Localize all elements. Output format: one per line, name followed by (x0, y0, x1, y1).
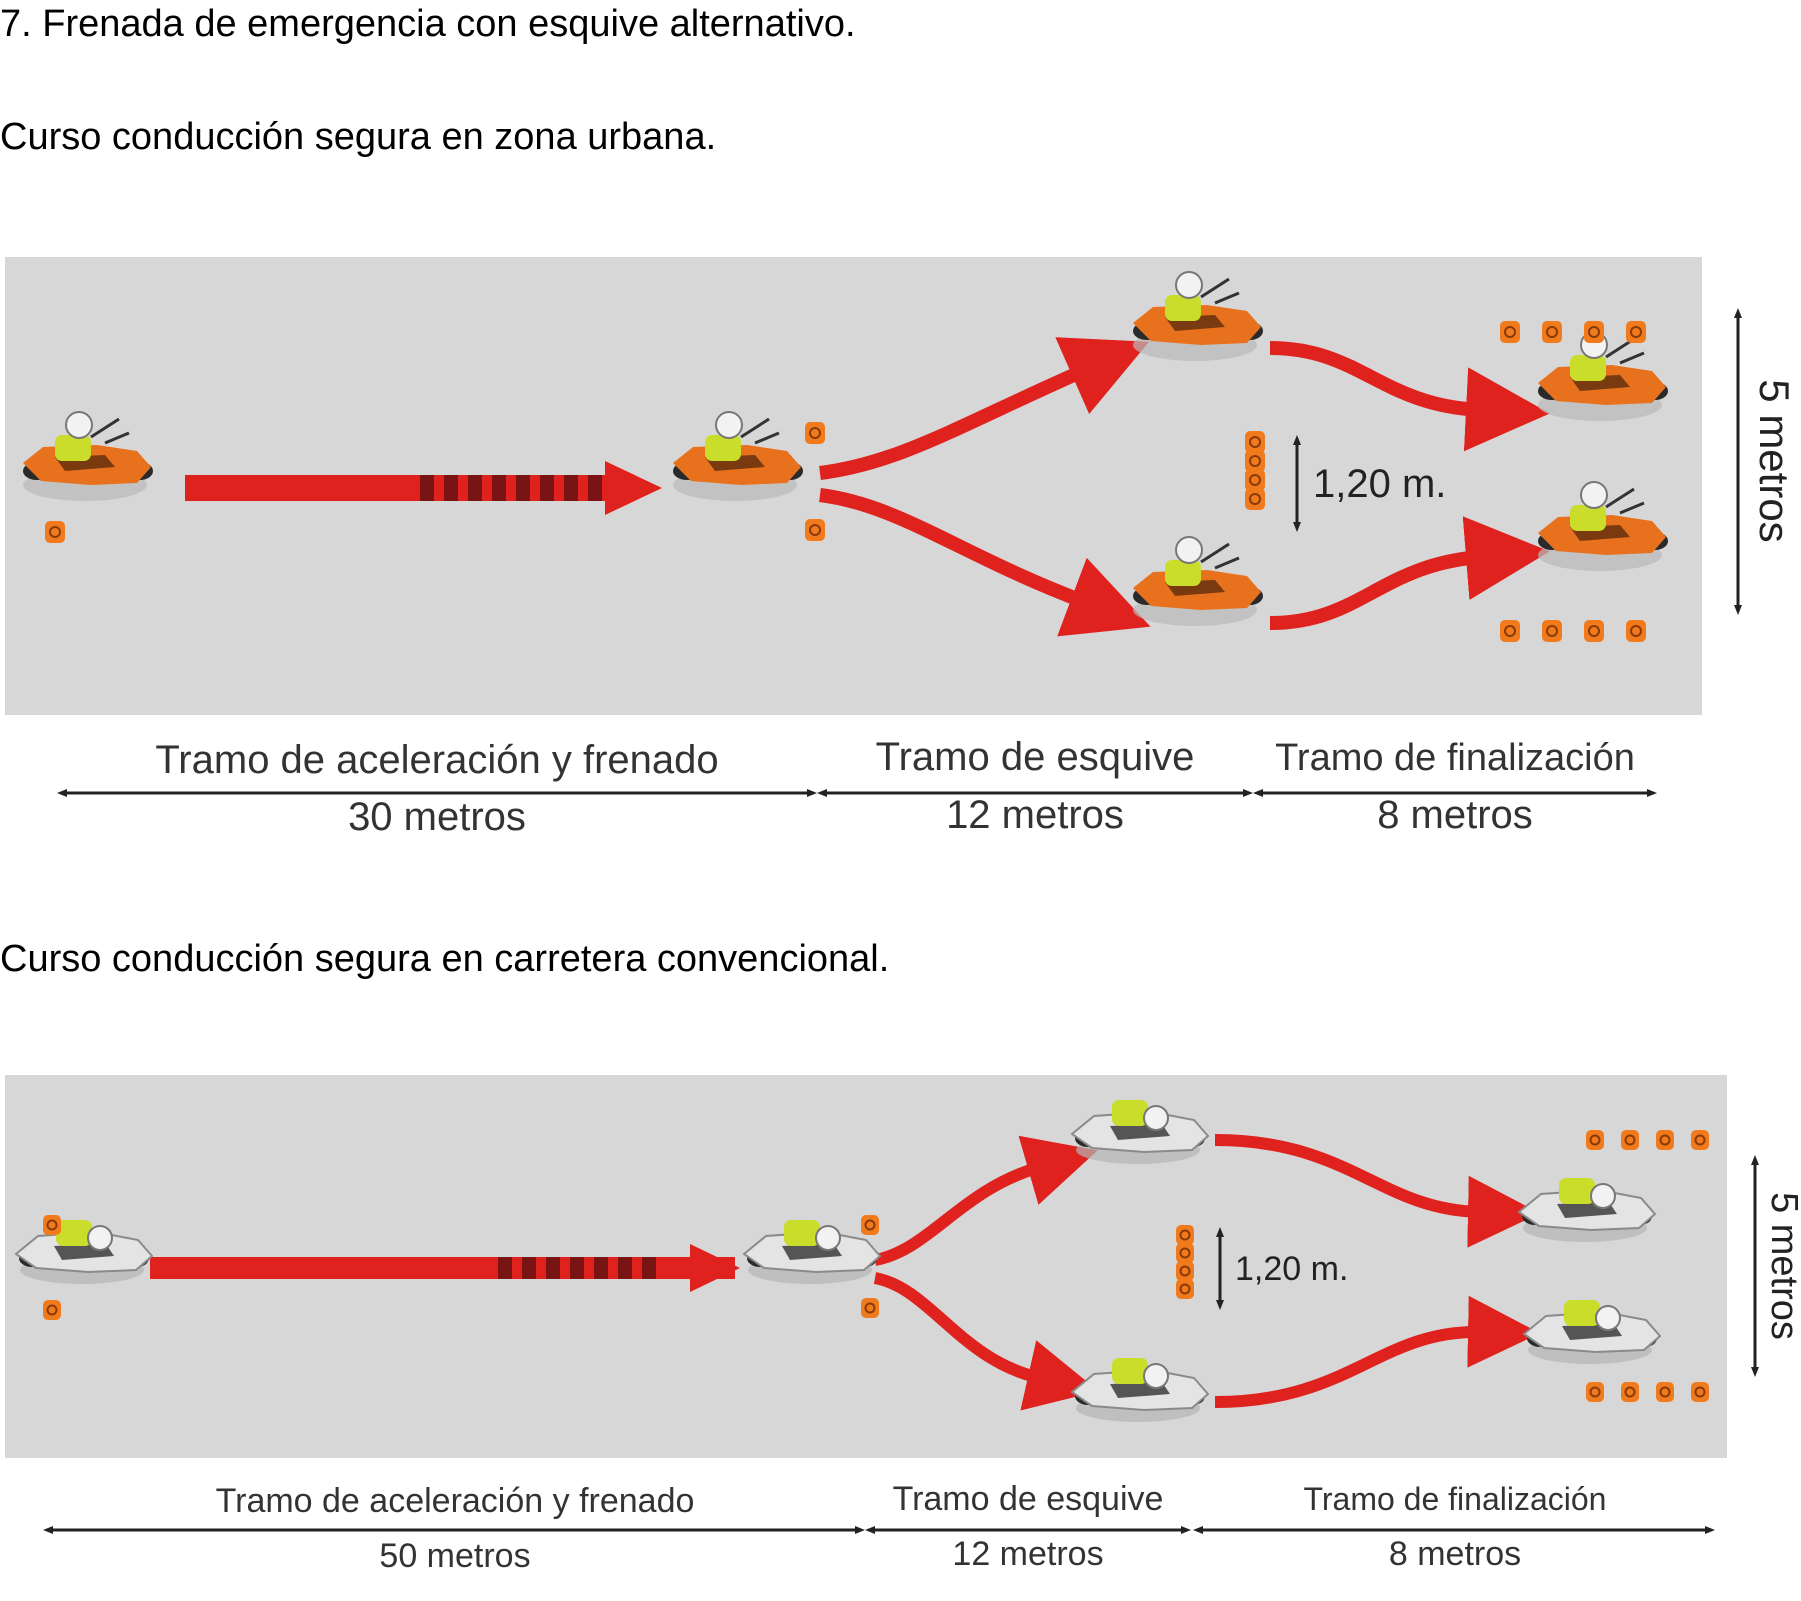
finish-up-arrow (1269, 341, 1550, 452)
cone-icon (804, 518, 826, 542)
cone-icon (860, 1297, 880, 1319)
cone-icon (1499, 320, 1521, 344)
section-length: 30 metros (348, 795, 526, 839)
swerve-down-arrow (819, 488, 1151, 637)
cone-icon (1244, 430, 1266, 454)
section-name: Tramo de aceleración y frenado (155, 738, 718, 782)
cone-icon (1175, 1224, 1195, 1246)
section-name: Tramo de esquive (893, 1480, 1164, 1518)
acceleration-arrow (185, 475, 605, 501)
section-length: 12 metros (952, 1535, 1103, 1573)
cone-icon (804, 421, 826, 445)
swerve-up-arrow (819, 337, 1150, 480)
section-length: 8 metros (1389, 1535, 1521, 1573)
cone-icon (1175, 1242, 1195, 1264)
width-label: 5 metros (1763, 1192, 1801, 1340)
swerve-down-arrow (873, 1272, 1099, 1411)
road-course-diagram: 1,20 m. 5 metros Tramo de aceleración y … (5, 1075, 1801, 1575)
section-name: Tramo de esquive (876, 735, 1195, 779)
cone-icon (44, 520, 66, 544)
cone-icon (1655, 1129, 1675, 1151)
finish-down-arrow (1269, 516, 1550, 630)
cone-icon (1244, 487, 1266, 511)
cone-icon (1620, 1381, 1640, 1403)
cone-icon (1585, 1381, 1605, 1403)
cone-icon (1541, 619, 1563, 643)
section-name: Tramo de aceleración y frenado (216, 1482, 695, 1520)
cone-icon (1244, 449, 1266, 473)
cone-icon (1625, 320, 1647, 344)
cone-icon (1244, 468, 1266, 492)
gap-label: 1,20 m. (1235, 1250, 1348, 1288)
cone-icon (1625, 619, 1647, 643)
section-length: 8 metros (1377, 793, 1533, 837)
acceleration-arrow (150, 1257, 735, 1279)
width-label: 5 metros (1751, 379, 1798, 542)
page-title: 7. Frenada de emergencia con esquive alt… (0, 3, 856, 45)
cone-icon (1690, 1381, 1710, 1403)
cone-icon (1585, 1129, 1605, 1151)
cone-icon (1499, 619, 1521, 643)
cone-icon (1175, 1278, 1195, 1300)
cone-icon (1583, 320, 1605, 344)
course-road-heading: Curso conducción segura en carretera con… (0, 938, 890, 980)
section-length: 12 metros (946, 793, 1124, 837)
section-name: Tramo de finalización (1275, 737, 1635, 779)
section-name: Tramo de finalización (1304, 1481, 1607, 1517)
cone-icon (1583, 619, 1605, 643)
urban-course-diagram: 1,20 m. 5 metros Tramo de aceleración y … (5, 257, 1798, 839)
cone-icon (42, 1214, 62, 1236)
cone-icon (860, 1214, 880, 1236)
cone-icon (1175, 1260, 1195, 1282)
cone-icon (1690, 1129, 1710, 1151)
finish-down-arrow (1214, 1295, 1540, 1408)
cone-icon (42, 1299, 62, 1321)
finish-up-arrow (1214, 1134, 1540, 1248)
cone-icon (1541, 320, 1563, 344)
course-urban-heading: Curso conducción segura en zona urbana. (0, 116, 717, 158)
swerve-up-arrow (873, 1135, 1098, 1266)
cone-icon (1655, 1381, 1675, 1403)
gap-label: 1,20 m. (1313, 462, 1446, 506)
section-length: 50 metros (379, 1537, 530, 1575)
cone-icon (1620, 1129, 1640, 1151)
